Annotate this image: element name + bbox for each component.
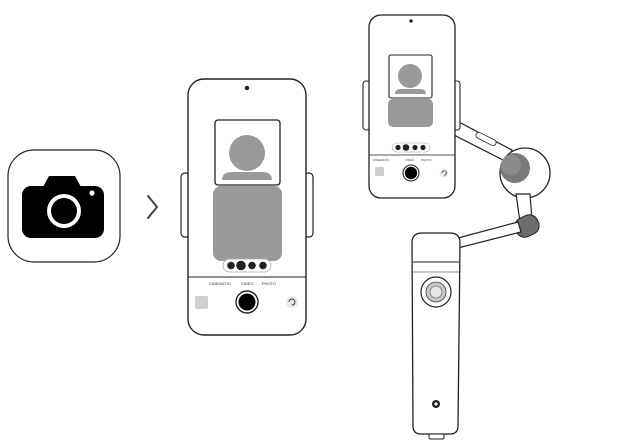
mode-label[interactable]: VIDEO <box>405 158 415 162</box>
mode-label[interactable]: PHOTO <box>421 158 432 162</box>
mode-label[interactable]: VIDEO <box>241 281 253 286</box>
switch-camera-icon <box>288 298 296 306</box>
chevron-right-icon <box>147 195 158 219</box>
gimbal <box>411 119 551 440</box>
gimbal-roll-motor <box>499 147 551 199</box>
front-camera <box>244 85 250 91</box>
person-placeholder <box>213 135 282 261</box>
gimbal-extension-rod <box>457 221 522 249</box>
gimbal-upper-arm <box>451 119 513 163</box>
phone-small: CINEMATIC VIDEO PHOTO <box>362 14 461 199</box>
gimbal-joystick[interactable] <box>420 276 452 308</box>
mode-label[interactable]: PHOTO <box>262 281 276 286</box>
mode-label[interactable]: CINEMATIC <box>373 158 390 162</box>
shutter-button[interactable] <box>402 164 420 182</box>
shutter-button[interactable] <box>235 290 259 314</box>
gallery-thumbnail[interactable] <box>195 296 208 309</box>
camera-icon <box>22 176 104 238</box>
gimbal-handle <box>411 232 461 440</box>
switch-camera-button[interactable] <box>439 168 449 178</box>
switch-camera-icon <box>441 170 447 176</box>
zoom-selector[interactable] <box>222 258 272 273</box>
front-camera <box>409 19 413 23</box>
zoom-selector[interactable] <box>391 142 431 153</box>
gimbal-logo-icon <box>432 400 440 408</box>
phone-large: CINEMATIC VIDEO PHOTO <box>180 78 314 336</box>
switch-camera-button[interactable] <box>286 296 298 308</box>
mode-label[interactable]: CINEMATIC <box>209 281 231 286</box>
camera-app-icon[interactable] <box>7 149 121 263</box>
gallery-thumbnail[interactable] <box>375 167 384 176</box>
person-placeholder <box>388 64 433 127</box>
usb-port <box>428 433 445 440</box>
